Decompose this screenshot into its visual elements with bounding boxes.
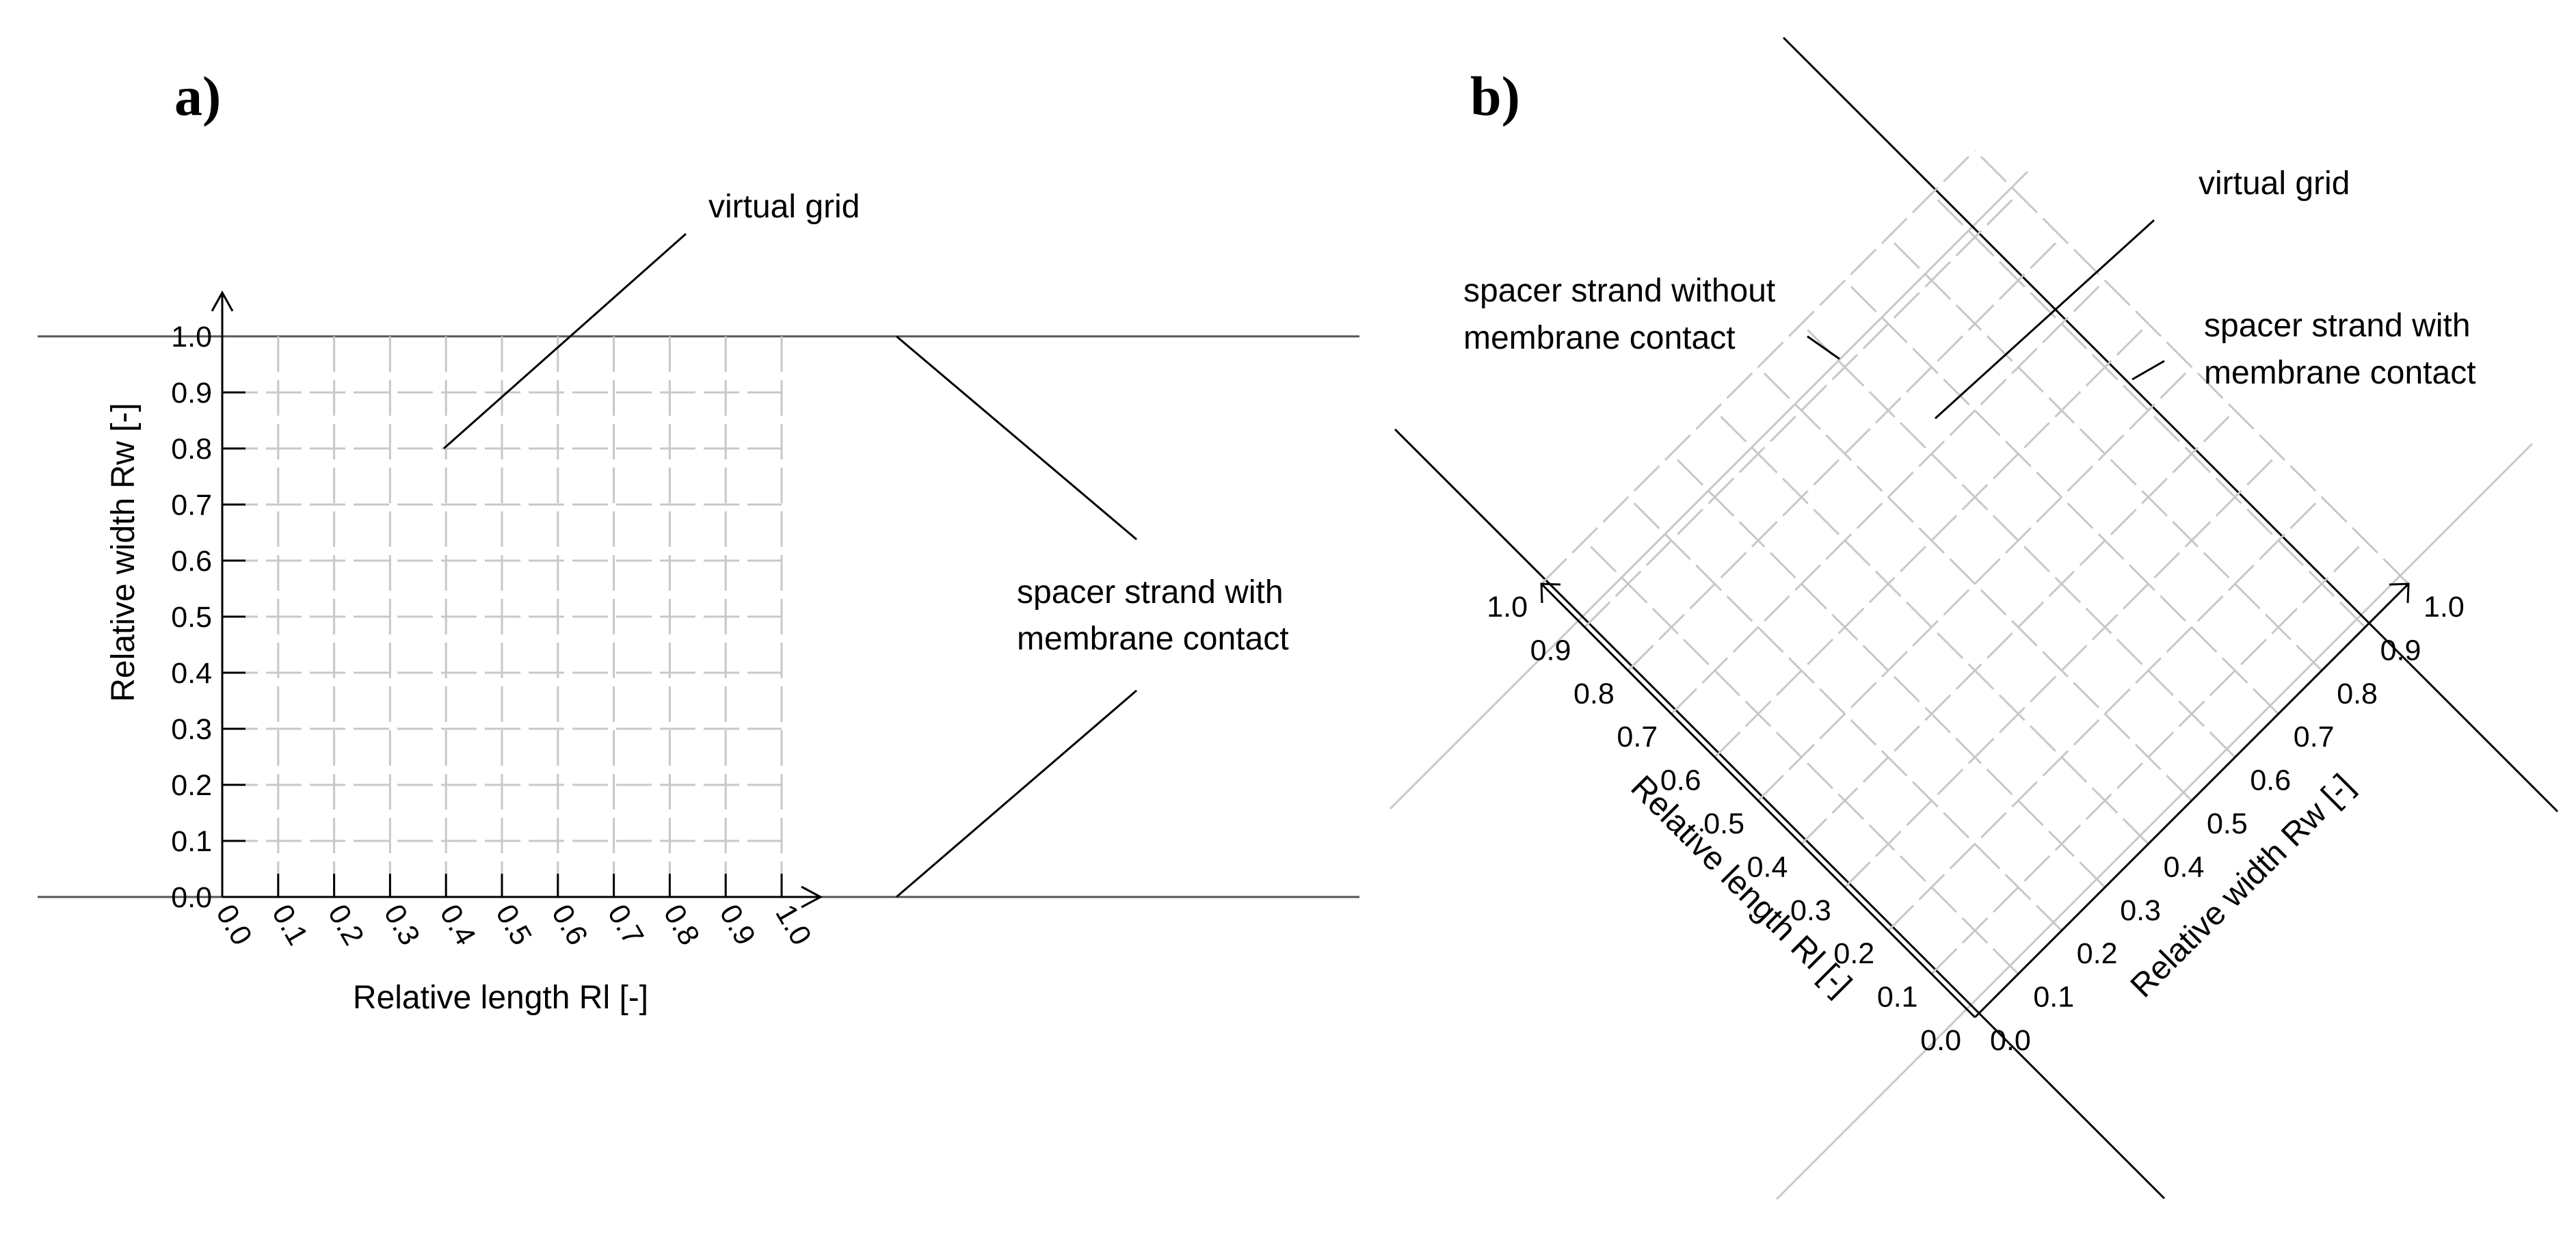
panel-b-strand-without-contact-left: [1389, 170, 2029, 810]
panel-a-y-ticks: 0.0 0.1 0.2 0.3 0.4 0.5 0.6 0.7 0.8 0.9 1.0: [171, 321, 212, 914]
x-tick-label: 0.4: [434, 899, 482, 951]
grid-line-diagonal: [1627, 236, 2062, 671]
panel-b: b) 0.00.10.20.30.40.50.60.70.80.91.0 0.0…: [1389, 36, 2559, 1201]
panel-b-left-axis-arrow: [1540, 582, 1561, 604]
y-tick-label: 1.0: [171, 321, 212, 353]
panel-b-right-ticks: 0.00.10.20.30.40.50.60.70.80.91.0: [1990, 591, 2465, 1057]
panel-b-right-axis-title: Relative width Rw [-]: [2124, 768, 2361, 1005]
right-tick-label: 0.1: [2033, 981, 2074, 1014]
y-tick-label: 0.2: [171, 769, 212, 802]
left-tick-label: 0.5: [1703, 807, 1744, 840]
y-tick-label: 0.7: [171, 489, 212, 522]
right-tick-label: 0.2: [2077, 937, 2118, 970]
panel-b-right-axis-arrow: [2389, 582, 2410, 604]
panel-b-left-ticks: 0.00.10.20.30.40.50.60.70.80.91.0: [1487, 591, 1961, 1057]
y-tick-label: 0.4: [171, 657, 212, 690]
panel-b-left-axis-title: Relative length Rl [-]: [1623, 769, 1858, 1004]
panel-a-strand-leader-top: [896, 335, 1137, 541]
panel-b-right-axis: [1974, 582, 2410, 1019]
x-tick-label: 0.3: [377, 899, 426, 951]
panel-b-virtual-grid: [1540, 149, 2410, 975]
panel-b-with-annotation-line1: spacer strand with: [2204, 308, 2471, 344]
panel-a: a) 0.00.10.20.30.40.50.60.70.80.91.0 0.0…: [38, 65, 1359, 1016]
x-tick-label: 0.1: [265, 899, 314, 951]
panel-a-grid-leader: [443, 232, 687, 450]
x-tick-label: 0.8: [657, 899, 706, 951]
panel-a-x-axis-title: Relative length Rl [-]: [353, 980, 648, 1016]
left-tick-label: 1.0: [1487, 591, 1528, 623]
panel-a-y-axis-arrow: [211, 290, 234, 312]
right-tick-label: 0.3: [2120, 894, 2161, 927]
panel-b-without-annotation-line1: spacer strand without: [1463, 273, 1775, 309]
panel-a-x-axis-arrow: [801, 885, 823, 909]
panel-a-strand-annotation-line1: spacer strand with: [1017, 574, 1284, 611]
panel-b-strand-with-contact-left: [1394, 428, 2166, 1200]
y-tick-label: 0.9: [171, 377, 212, 410]
left-tick-label: 0.8: [1574, 678, 1615, 710]
x-tick-label: 0.2: [321, 899, 370, 951]
panel-b-grid-annotation: virtual grid: [2199, 165, 2350, 202]
right-tick-label: 0.7: [2294, 721, 2335, 753]
panel-a-y-axis-title: Relative width Rw [-]: [105, 403, 142, 701]
right-tick-label: 0.6: [2250, 764, 2291, 797]
right-tick-label: 1.0: [2424, 591, 2465, 623]
x-tick-label: 0.5: [489, 899, 537, 951]
panel-b-label: b): [1470, 65, 1520, 127]
grid-line-diagonal: [1930, 193, 2366, 628]
right-tick-label: 0.9: [2380, 634, 2421, 667]
panel-b-with-leader: [2132, 360, 2165, 381]
panel-a-strand-annotation-line2: membrane contact: [1017, 621, 1289, 657]
y-tick-label: 0.0: [171, 881, 212, 914]
y-tick-label: 0.1: [171, 825, 212, 858]
left-tick-label: 0.0: [1920, 1024, 1961, 1057]
x-tick-label: 0.7: [601, 899, 650, 951]
grid-line-diagonal: [1801, 323, 2236, 758]
left-tick-label: 0.7: [1617, 721, 1658, 753]
panel-b-strand-with-contact-right: [1782, 36, 2559, 813]
y-tick-label: 0.5: [171, 601, 212, 634]
grid-line-diagonal: [1887, 236, 2323, 671]
grid-line-diagonal: [1584, 193, 2019, 628]
x-tick-label: 0.6: [545, 899, 594, 951]
panel-b-without-annotation-line2: membrane contact: [1463, 320, 1736, 356]
panel-b-strand-without-contact-right: [1775, 442, 2534, 1201]
panel-b-without-leader: [1807, 335, 1840, 360]
panel-b-grid-leader: [1934, 219, 2155, 420]
left-tick-label: 0.2: [1833, 937, 1874, 970]
panel-a-virtual-grid: [222, 336, 783, 897]
left-tick-label: 0.4: [1747, 850, 1788, 883]
panel-a-label: a): [174, 65, 221, 127]
grid-line-diagonal: [1671, 280, 2106, 715]
right-tick-label: 0.8: [2337, 678, 2378, 710]
left-tick-label: 0.6: [1660, 764, 1701, 797]
y-tick-label: 0.8: [171, 433, 212, 466]
grid-line-diagonal: [1974, 149, 2410, 585]
grid-line-diagonal: [1540, 149, 1976, 585]
y-tick-label: 0.3: [171, 713, 212, 746]
right-tick-label: 0.5: [2207, 807, 2248, 840]
grid-line-diagonal: [1844, 280, 2279, 715]
left-tick-label: 0.3: [1790, 894, 1831, 927]
x-tick-label: 1.0: [769, 899, 817, 951]
left-tick-label: 0.1: [1877, 981, 1918, 1014]
x-tick-label: 0.9: [713, 899, 762, 951]
left-tick-label: 0.9: [1530, 634, 1571, 667]
x-tick-label: 0.0: [209, 899, 258, 951]
grid-line-diagonal: [1714, 323, 2149, 758]
grid-line-diagonal: [1757, 366, 2193, 802]
right-tick-label: 0.0: [1990, 1024, 2031, 1057]
right-tick-label: 0.4: [2164, 850, 2205, 883]
panel-b-left-axis: [1540, 582, 1976, 1019]
y-tick-label: 0.6: [171, 545, 212, 578]
panel-b-with-annotation-line2: membrane contact: [2204, 355, 2476, 391]
panel-a-grid-annotation: virtual grid: [708, 189, 860, 225]
panel-a-strand-leader-bottom: [896, 689, 1137, 898]
